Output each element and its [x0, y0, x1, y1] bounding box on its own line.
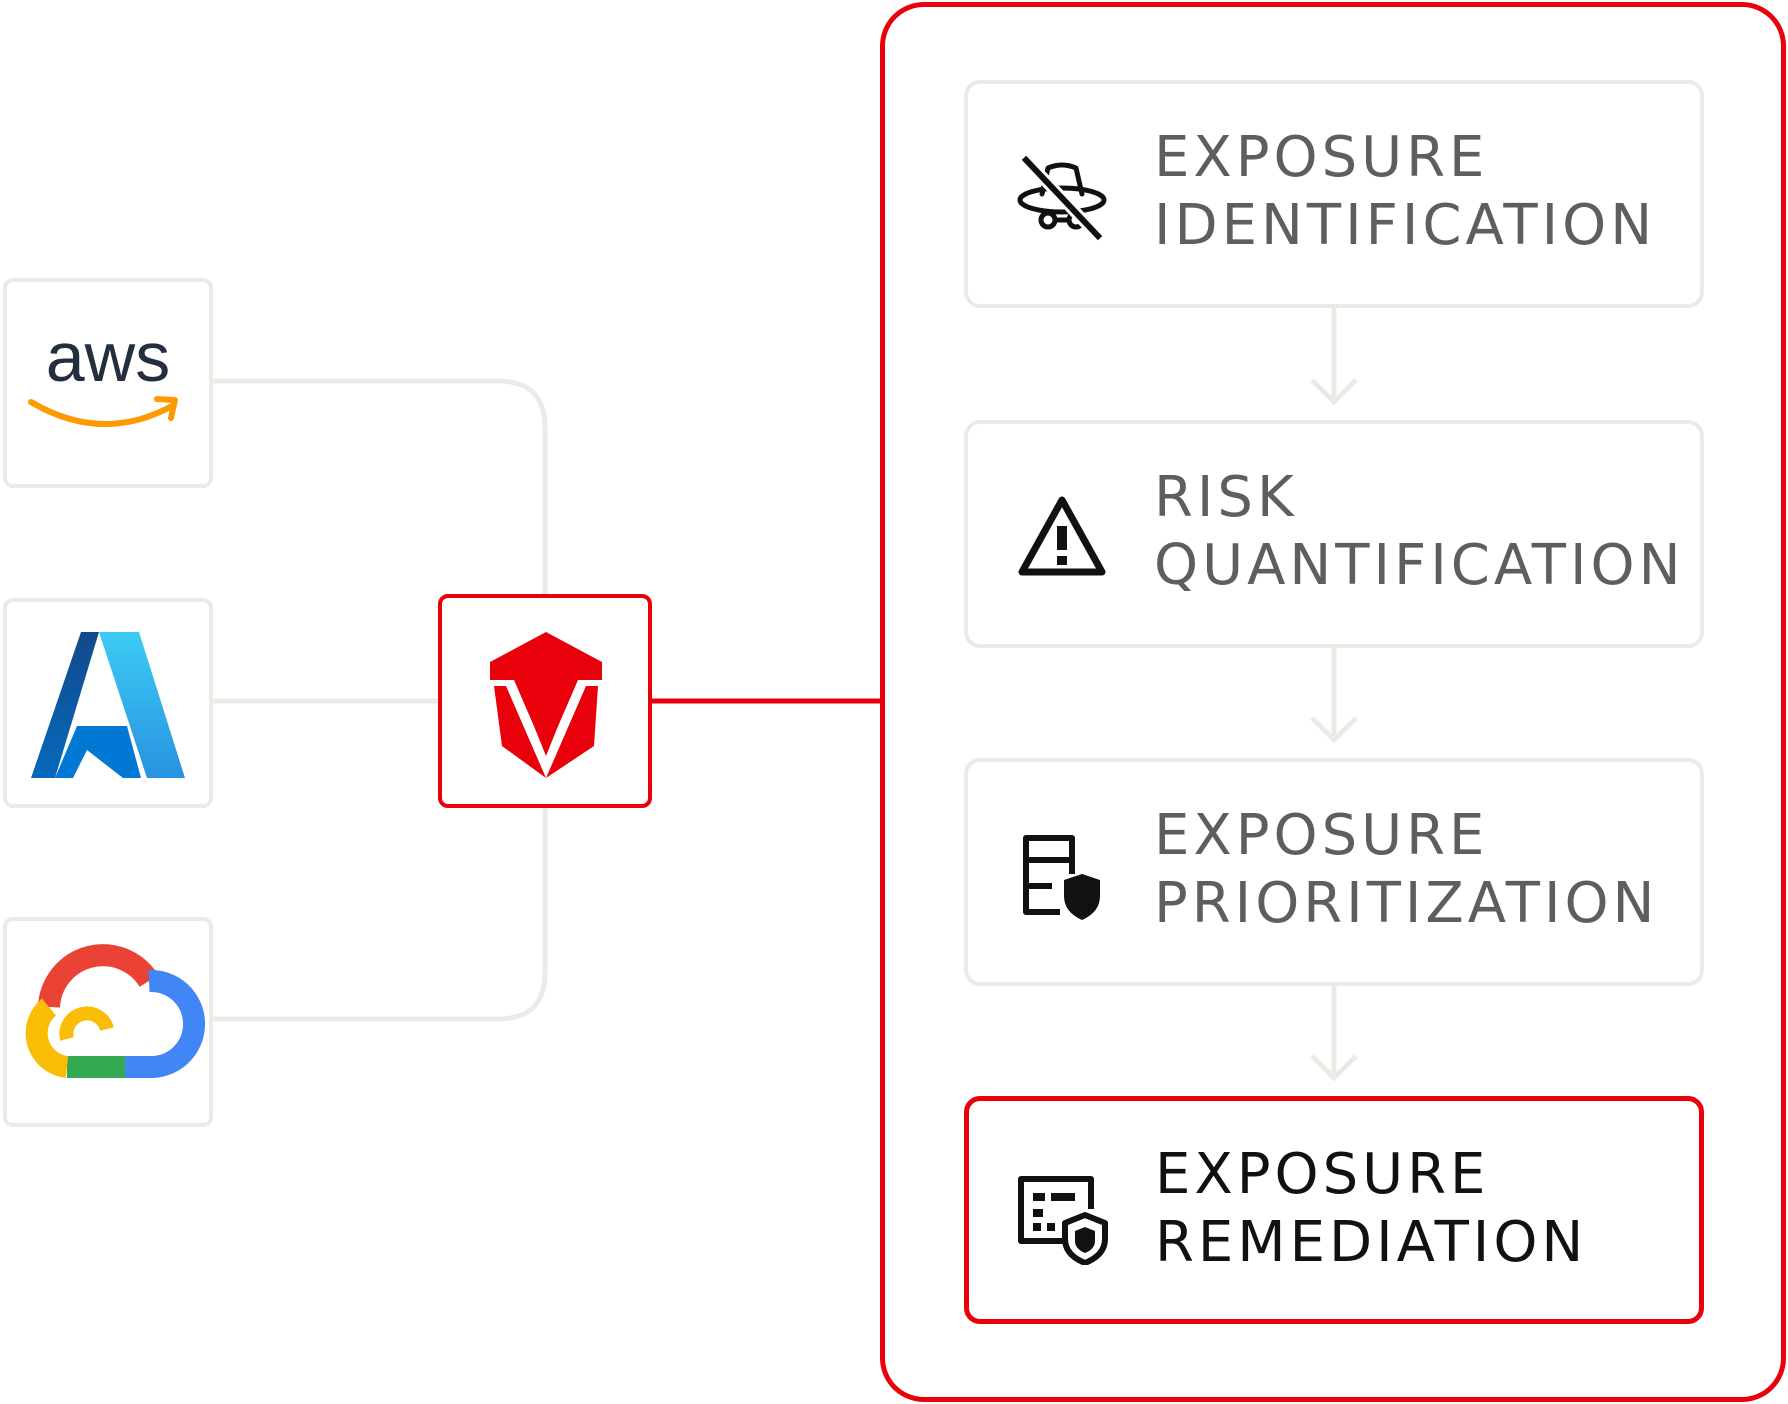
shield-v-logo	[490, 632, 602, 778]
step-title-line1: EXPOSURE	[1155, 1142, 1490, 1207]
step-title: EXPOSURE IDENTIFICATION	[1154, 124, 1656, 260]
aws-logo: aws	[28, 318, 178, 428]
step-title-line2: PRIORITIZATION	[1154, 871, 1659, 936]
google-cloud-logo	[25, 944, 206, 1078]
step-title-line1: RISK	[1154, 465, 1298, 530]
step-title-line2: QUANTIFICATION	[1154, 533, 1685, 598]
aws-logo-text: aws	[46, 318, 170, 396]
step-title: EXPOSURE REMEDIATION	[1155, 1141, 1587, 1277]
step-card-exposure-prioritization: EXPOSURE PRIORITIZATION	[964, 758, 1704, 986]
gcp-provider-box	[3, 917, 213, 1127]
step-title: RISK QUANTIFICATION	[1154, 464, 1684, 600]
azure-logo	[31, 632, 185, 778]
step-title: EXPOSURE PRIORITIZATION	[1154, 802, 1658, 938]
aws-provider-box: aws	[3, 278, 213, 488]
gcp-connector	[213, 808, 548, 1022]
card-shield-icon	[1018, 1176, 1108, 1265]
step-title-line1: EXPOSURE	[1154, 125, 1489, 190]
incognito-hat-slash-icon	[1017, 155, 1107, 241]
azure-provider-box	[3, 598, 213, 808]
exposure-lifecycle-panel	[880, 2, 1786, 1402]
step-card-exposure-remediation: EXPOSURE REMEDIATION	[964, 1096, 1704, 1324]
document-shield-icon	[1023, 835, 1100, 920]
flow-arrow-down-icon	[1310, 984, 1358, 1082]
warning-triangle-icon	[1018, 496, 1106, 576]
flow-arrow-down-icon	[1310, 646, 1358, 744]
aws-connector	[213, 378, 548, 594]
step-title-line1: EXPOSURE	[1154, 803, 1489, 868]
flow-arrow-down-icon	[1310, 308, 1358, 406]
hub-logo-box	[438, 594, 652, 808]
step-card-risk-quantification: RISK QUANTIFICATION	[964, 420, 1704, 648]
step-title-line2: IDENTIFICATION	[1154, 193, 1657, 258]
step-title-line2: REMEDIATION	[1155, 1210, 1588, 1275]
step-card-exposure-identification: EXPOSURE IDENTIFICATION	[964, 80, 1704, 308]
